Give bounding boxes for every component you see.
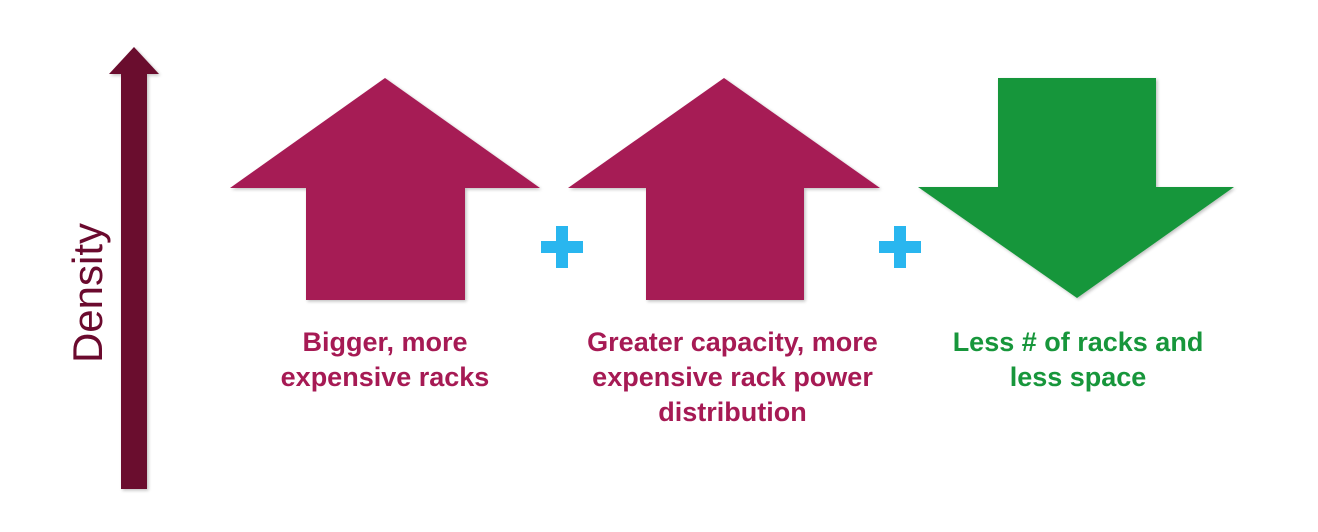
plus-icon (879, 226, 921, 268)
arrow-up-icon (230, 78, 540, 300)
arrow-up-icon (568, 78, 880, 300)
plus-icon (541, 226, 583, 268)
density-axis-label: Density (64, 222, 111, 364)
caption-less-racks: Less # of racks and less space (952, 327, 1204, 392)
density-axis-arrow-icon (109, 47, 159, 489)
caption-greater-capacity: Greater capacity, more expensive rack po… (587, 327, 878, 427)
caption-bigger-racks: Bigger, more expensive racks (280, 327, 490, 392)
arrow-down-icon (918, 78, 1234, 298)
